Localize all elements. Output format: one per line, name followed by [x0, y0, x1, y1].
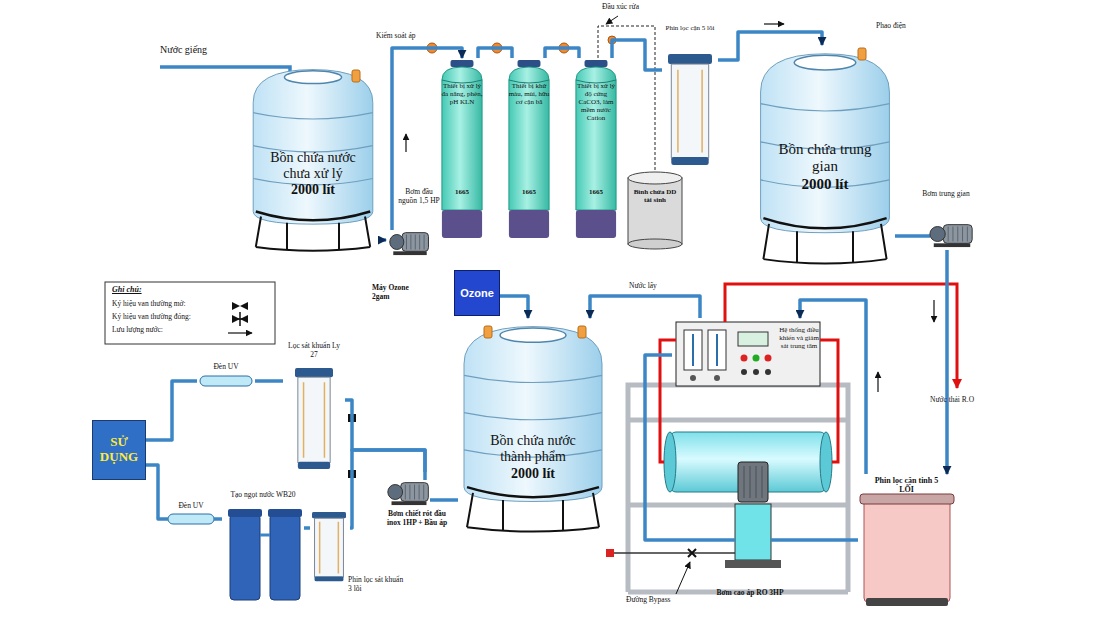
node-text: Bồn chứa trung gian	[769, 141, 881, 176]
node-text: Lọc sát khuẩn Ly 27	[285, 342, 343, 359]
equipment-node: Tạo ngọt nước WB20	[222, 490, 304, 606]
equipment-node: Đèn UV	[197, 362, 255, 390]
pipe-connector	[645, 355, 705, 540]
text-label: Ghi chú:	[112, 285, 142, 294]
node-text: Bơm chiết rót đầu inox 1HP + Bầu áp	[384, 510, 450, 527]
pipe-connector	[255, 379, 283, 383]
pipe-connector	[345, 400, 425, 472]
text-label: Đầu xúc rửa	[602, 3, 639, 12]
equipment-node: Bình chứa DD tái sinh	[626, 172, 684, 247]
text-label: Nước thải R.O	[930, 396, 974, 405]
pipe-connector	[795, 538, 858, 542]
node-text: Bồn chứa nước thành phẩm	[474, 433, 592, 465]
equipment-node: Bơm trung gian	[905, 188, 981, 250]
equipment-node: Phin lọc sát khuẩn 3 lõi	[310, 508, 350, 582]
equipment-node: Bồn chứa nước chưa xử lý2000 lít	[248, 62, 378, 252]
text-label: Nước giếng	[160, 44, 207, 56]
pipe-connector	[500, 296, 528, 318]
pipe-connector	[945, 250, 949, 474]
pipe-connector	[590, 296, 700, 318]
node-text: Bình chứa DD tái sinh	[630, 188, 680, 204]
equipment-node: Phin lọc cặn tinh 5 LÕI	[858, 474, 955, 608]
equipment-node: Bơm cao áp RO 3HP	[705, 500, 795, 600]
node-text: Máy Ozone 2gam	[372, 284, 418, 301]
equipment-node: Thiết bị xử lý đa năng, phèn, pH KLN 1665	[437, 58, 487, 240]
pipe-connector	[304, 526, 310, 530]
node-text: Thiết bị xử lý đa năng, phèn, pH KLN	[440, 82, 484, 106]
node-text: Đèn UV	[199, 363, 253, 372]
pipe-connector	[718, 32, 822, 60]
pipe-connector	[895, 234, 905, 238]
pipe-connector	[478, 48, 512, 58]
pipe-connector	[545, 48, 579, 58]
equipment-node: Phin lọc cặn 5 lõi	[662, 22, 718, 172]
pipe-connector	[612, 40, 662, 70]
pipe-connector	[214, 517, 222, 521]
node-text: Hệ thống điều khiển và giám sát trung tâ…	[778, 326, 820, 350]
pipe-connector	[392, 48, 462, 186]
node-text: Phin lọc cặn 5 lõi	[664, 24, 716, 32]
equipment-node: Thiết bị xử lý độ cứng CaCO3, làm mềm nư…	[571, 58, 621, 240]
legend-text: Lưu lượng nước:	[112, 326, 163, 335]
node-text: SỬ DỤNG	[97, 435, 141, 465]
legend-text: Ký hiệu van thường đóng:	[112, 313, 191, 322]
equipment-node: Bồn chứa nước thành phẩm2000 lít	[458, 318, 608, 533]
node-text: Phin lọc cặn tinh 5 LÕI	[874, 476, 939, 494]
node-text: 2000 lít	[262, 182, 364, 198]
pipe-connector	[378, 238, 386, 242]
equipment-node: Thiết bị khử màu, mùi, hữu cơ cặn bã 1665	[504, 58, 554, 240]
node-text: Thiết bị xử lý độ cứng CaCO3, làm mềm nư…	[574, 82, 618, 122]
node-text: 1665	[440, 188, 484, 196]
node-text: Bồn chứa nước chưa xử lý	[262, 150, 364, 182]
node-text: Thiết bị khử màu, mùi, hữu cơ cặn bã	[507, 82, 551, 106]
node-text: Ozone	[454, 270, 500, 316]
pipe-connector	[146, 381, 197, 440]
text-label: Đường Bypass	[626, 596, 671, 605]
node-text: Đèn UV	[169, 502, 213, 511]
pipe-connector	[146, 465, 168, 519]
equipment-node: Bơm đầu nguồn 1,5 HP	[386, 186, 442, 260]
equipment-node: SỬ DỤNG	[92, 420, 146, 480]
node-text: 2000 lít	[474, 466, 592, 482]
equipment-node: Ozone Máy Ozone 2gam	[372, 268, 500, 320]
equipment-node: Lọc sát khuẩn Ly 27	[283, 340, 345, 472]
pipe-connector	[452, 498, 458, 502]
node-text: 2000 lít	[769, 176, 881, 193]
legend-text: Ký hiệu van thường mở:	[112, 300, 186, 309]
edge-label: Nước lấy	[628, 282, 658, 291]
node-text: Bơm trung gian	[913, 190, 979, 199]
equipment-node: Đèn UV	[168, 502, 214, 530]
node-text: Bơm cao áp RO 3HP	[707, 589, 793, 598]
node-text: 1665	[507, 188, 551, 196]
text-label: Kiểm soát áp	[376, 32, 416, 41]
node-text: Tạo ngọt nước WB20	[224, 491, 302, 500]
node-text: Bơm đầu nguồn 1,5 HP	[398, 188, 440, 205]
node-text: 1665	[574, 188, 618, 196]
node-text: Phin lọc sát khuẩn 3 lõi	[348, 576, 406, 593]
equipment-node: Bơm chiết rót đầu inox 1HP + Bầu áp	[382, 472, 452, 560]
text-label: Phao điện	[876, 22, 906, 31]
equipment-node: Hệ thống điều khiển và giám sát trung tâ…	[672, 318, 824, 388]
equipment-node: Bồn chứa trung gian2000 lít	[755, 45, 895, 265]
